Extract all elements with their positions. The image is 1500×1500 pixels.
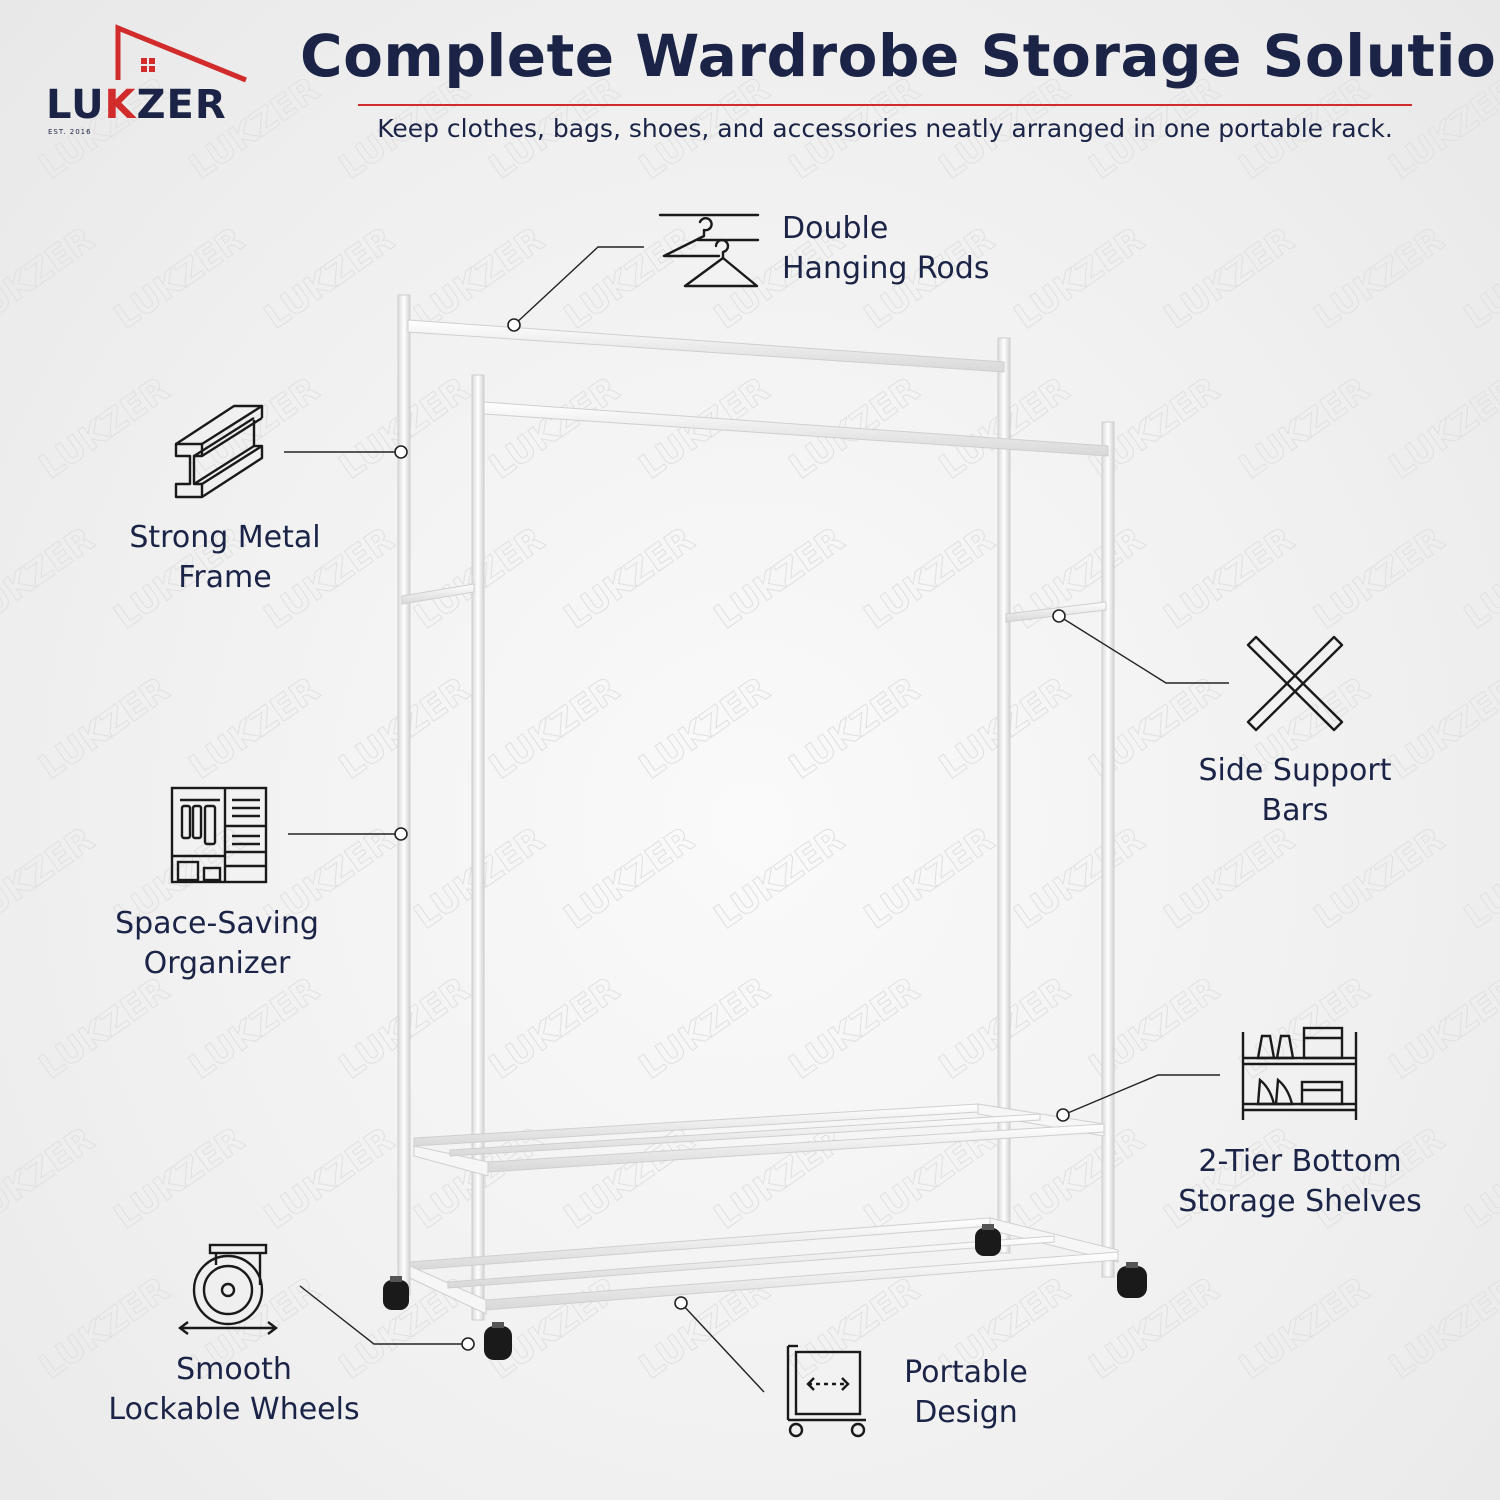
feature-label-line1: 2-Tier Bottom [1198,1144,1402,1179]
feature-label-line2: Lockable Wheels [108,1392,360,1427]
feature-side-support-bars: Side Support Bars [1170,751,1420,831]
brand-name-prefix: LU [46,82,105,128]
feature-bottom-storage-shelves: 2-Tier Bottom Storage Shelves [1150,1142,1450,1222]
feature-label-line1: Double [782,211,889,246]
feature-label-line2: Organizer [143,946,291,981]
feature-label-line1: Strong Metal [129,520,321,555]
feature-strong-metal-frame: Strong Metal Frame [95,518,355,598]
page-title: Complete Wardrobe Storage Solution [300,22,1500,90]
feature-label-line1: Side Support [1198,753,1392,788]
brand-logo: LUKZER [46,82,227,128]
feature-label-line2: Storage Shelves [1178,1184,1422,1219]
feature-label-line1: Smooth [176,1352,292,1387]
feature-lockable-wheels: Smooth Lockable Wheels [84,1350,384,1430]
title-divider [358,104,1412,106]
feature-space-saving-organizer: Space-Saving Organizer [82,904,352,984]
brand-name-accent: K [104,82,137,128]
feature-label-line2: Hanging Rods [782,251,990,286]
feature-label-line1: Portable [904,1355,1028,1390]
feature-label-line2: Bars [1261,793,1329,828]
feature-label-line1: Space-Saving [115,906,319,941]
feature-label-line2: Design [914,1395,1018,1430]
page-subtitle: Keep clothes, bags, shoes, and accessori… [377,114,1393,143]
brand-name-suffix: ZER [136,82,227,128]
feature-portable-design: Portable Design [876,1353,1056,1433]
feature-label-line2: Frame [178,560,272,595]
brand-established: EST. 2016 [48,128,92,136]
feature-double-hanging-rods: Double Hanging Rods [782,209,989,289]
